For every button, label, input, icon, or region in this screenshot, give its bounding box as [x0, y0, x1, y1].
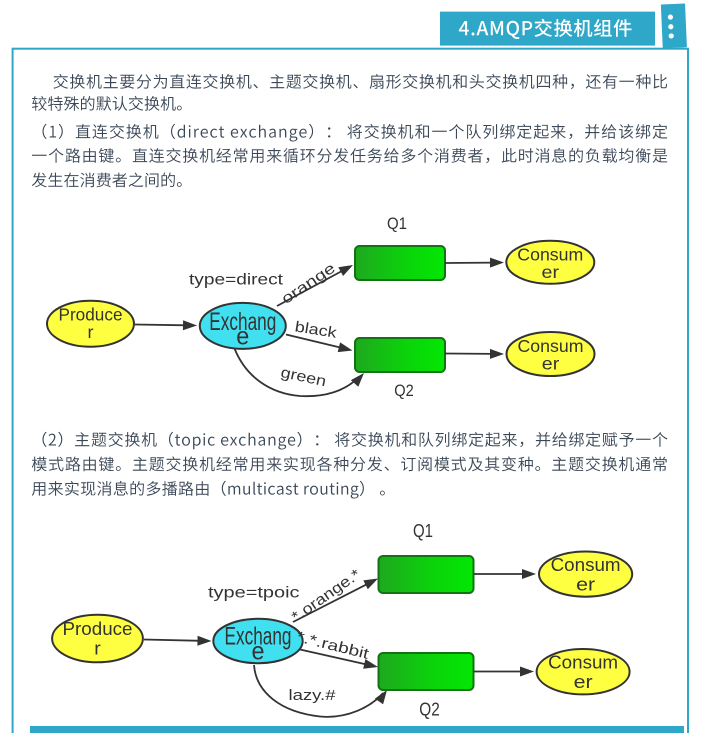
svg-text:type=direct: type=direct: [189, 272, 284, 289]
svg-text:er: er: [576, 574, 595, 595]
svg-text:er: er: [542, 354, 560, 374]
svg-text:er: er: [542, 262, 560, 282]
svg-text:r: r: [94, 638, 101, 659]
svg-text:Q1: Q1: [387, 214, 407, 233]
svg-text:Exchang: Exchang: [225, 623, 292, 651]
svg-text:Produce: Produce: [59, 304, 123, 324]
svg-text:Q1: Q1: [413, 521, 433, 541]
svg-text:black: black: [294, 318, 339, 341]
svg-text:Q2: Q2: [394, 381, 414, 400]
svg-text:e: e: [236, 323, 249, 351]
svg-text:r: r: [88, 322, 94, 342]
svg-text:Consum: Consum: [518, 336, 584, 356]
svg-text:Produce: Produce: [63, 618, 133, 639]
svg-text:Consum: Consum: [548, 652, 618, 673]
svg-text:e: e: [252, 638, 265, 666]
svg-text:Consum: Consum: [551, 554, 621, 575]
svg-text:lazy.#: lazy.#: [289, 687, 337, 704]
svg-text:Q2: Q2: [419, 700, 440, 720]
svg-text:Consum: Consum: [517, 244, 583, 264]
svg-text:type=tpoic: type=tpoic: [208, 585, 300, 602]
svg-text:Exchang: Exchang: [209, 308, 276, 336]
svg-text:er: er: [574, 671, 593, 692]
